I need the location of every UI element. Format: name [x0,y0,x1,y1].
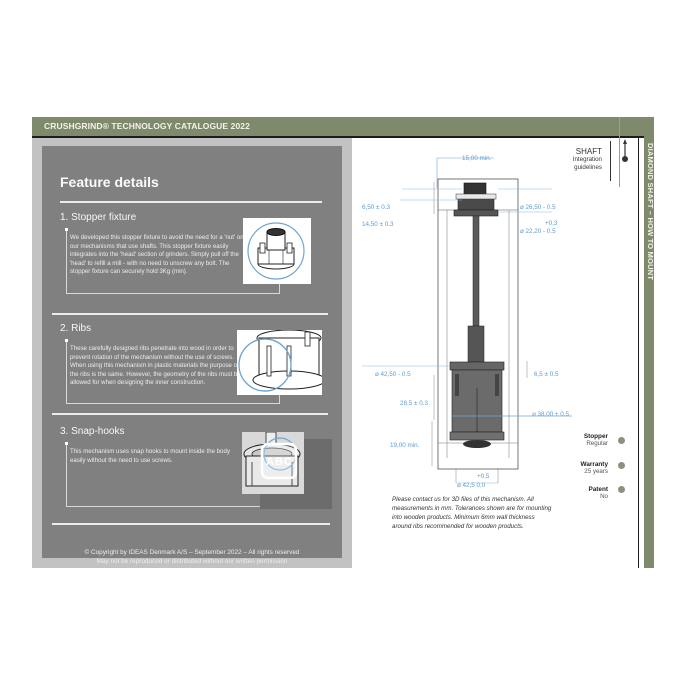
section-heading-snap-hooks: 3. Snap-hooks [60,426,125,437]
dim-head-step: 6,50 ± 0.3 [362,204,390,211]
spec-patent: Patent No [588,486,608,500]
spec-value: Regular [586,440,608,447]
dim-bottom-clearance: 19,00 min. [390,442,420,449]
copyright-line-1: © Copyright by IDEAS Denmark A/S – Septe… [84,549,300,556]
drawing-note: Please contact us for 3D files of this m… [392,496,552,530]
dim-hole-diameter: ⌀ 42,5 0,0 [457,482,486,489]
spec-value: 25 years [584,468,608,475]
spec-stopper: Stopper Regular [584,433,608,447]
section-heading-ribs: 2. Ribs [60,323,92,334]
ribs-image [237,330,322,395]
dim-head-height: 14,50 ± 0.3 [362,221,394,228]
dim-base-diameter: ⌀ 42,50 - 0.5 [375,371,411,378]
shaft-label-title: SHAFT [575,147,602,156]
side-tab [644,117,654,568]
feature-panel: Feature details 1. Stopper fixture We de… [32,138,352,568]
divider [610,141,611,181]
shaft-label-sub2: guidelines [574,164,602,171]
shaft-arrow-icon [622,139,628,162]
dim-flange-height: 6,5 ± 0.5 [534,371,559,378]
spec-indicator-dot [618,462,625,469]
dim-body-diameter: ⌀ 38,00 ± 0.5 [532,411,570,418]
spec-value: No [600,493,608,500]
catalogue-page: CRUSHGRIND® TECHNOLOGY CATALOGUE 2022 DI… [32,117,655,568]
dim-body-height: 28,5 ± 0.3 [400,400,428,407]
dim-neck-tolerance: +0,3 [545,220,558,227]
header-bar: CRUSHGRIND® TECHNOLOGY CATALOGUE 2022 [32,117,644,138]
section-frame [279,394,280,404]
divider [52,523,330,525]
section-frame [65,339,68,404]
spec-label: Patent [588,486,608,493]
stopper-fixture-illustration-icon [247,222,305,280]
dim-top-clearance: 15,00 min. [462,155,492,162]
divider [52,313,328,315]
shaft-label: SHAFT Integration guidelines [573,147,602,172]
section-frame [279,284,280,294]
divider [52,413,328,415]
copyright-line-2: May not be reproduced or distributed wit… [96,558,288,565]
section-frame [66,293,280,294]
catalogue-title: CRUSHGRIND® TECHNOLOGY CATALOGUE 2022 [44,121,250,131]
frame-line [620,136,639,138]
snap-hooks-illustration-icon [242,432,304,494]
spec-label: Stopper [583,433,608,440]
feature-details-title: Feature details [60,174,159,190]
dim-hole-tolerance: +0,5 [477,473,490,480]
dim-head-diameter: ⌀ 26,50 - 0.5 [520,204,556,211]
section-frame [66,403,280,404]
section-body-snap-hooks: This mechanism uses snap hooks to mount … [70,448,230,464]
copyright: © Copyright by IDEAS Denmark A/S – Septe… [42,548,342,566]
section-heading-stopper: 1. Stopper fixture [60,212,137,223]
header-divider [619,117,620,187]
section-frame [65,228,68,294]
shaft-technical-drawing [362,157,572,484]
spec-indicator-dot [618,437,625,444]
stopper-fixture-image [243,218,311,284]
spec-label: Warranty [580,461,608,468]
ribs-illustration-icon [238,330,322,392]
divider [60,201,322,203]
section-body-ribs: These carefully designed ribs penetrate … [70,345,241,387]
section-frame [65,442,68,507]
spec-warranty: Warranty 25 years [581,461,608,475]
section-frame [66,506,280,507]
side-tab-label: DIAMOND SHAFT – HOW TO MOUNT [646,143,655,281]
snap-hooks-image: ABC [242,432,304,494]
shaft-label-sub1: Integration [572,156,602,163]
frame-line [638,136,639,568]
dim-neck-diameter: ⌀ 22,20 - 0.5 [520,228,556,235]
section-body-stopper: We developed this stopper fixture to avo… [70,234,244,276]
spec-indicator-dot [618,486,625,493]
ocr-overlay-text: ABC [266,456,293,468]
feature-panel-inner: Feature details 1. Stopper fixture We de… [42,146,342,565]
